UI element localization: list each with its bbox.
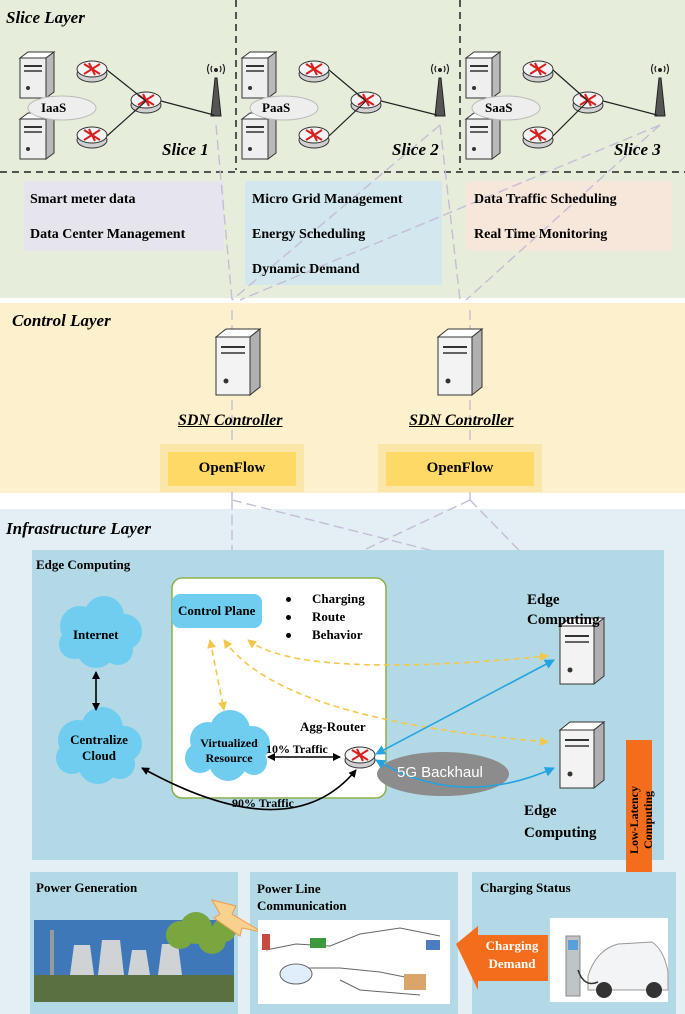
slice-3-label: Slice 3 bbox=[614, 140, 661, 159]
control-plane-item: Charging bbox=[286, 590, 365, 608]
slice-layer-title: Slice Layer bbox=[6, 8, 85, 27]
virtualized-resource-label: Virtualized Resource bbox=[200, 736, 258, 765]
internet-label: Internet bbox=[73, 627, 119, 642]
edge-computing-node-label: Edge Computing bbox=[527, 592, 600, 628]
sdn-controller-label: SDN Controller bbox=[178, 412, 283, 429]
control-plane-items: Charging Route Behavior bbox=[286, 590, 365, 644]
slice-1-function: Smart meter data bbox=[30, 192, 136, 207]
slice-2-function: Energy Scheduling bbox=[252, 227, 366, 242]
slice-2-function: Micro Grid Management bbox=[252, 192, 403, 207]
control-plane-item: Behavior bbox=[286, 626, 365, 644]
power-generation-title: Power Generation bbox=[36, 880, 138, 895]
slice-2-service: PaaS bbox=[262, 100, 291, 115]
control-layer-title: Control Layer bbox=[12, 311, 111, 330]
infrastructure-layer-title: Infrastructure Layer bbox=[6, 519, 151, 538]
slice-2-function: Dynamic Demand bbox=[252, 262, 360, 277]
charging-demand-label: Charging Demand bbox=[485, 938, 539, 971]
slice-1-function: Data Center Management bbox=[30, 227, 186, 242]
slice-3-function: Data Traffic Scheduling bbox=[474, 192, 617, 207]
agg-router-label: Agg-Router bbox=[300, 719, 366, 734]
low-latency-label: Low-Latency Computing bbox=[627, 786, 655, 854]
sdn-controller-label: SDN Controller bbox=[409, 412, 514, 429]
openflow-label: OpenFlow bbox=[198, 460, 266, 476]
openflow-label: OpenFlow bbox=[426, 460, 494, 476]
traffic-cloud-label: 90% Traffic bbox=[232, 796, 294, 810]
backhaul-label: 5G Backhaul bbox=[397, 764, 483, 781]
centralize-cloud-label: Centralize Cloud bbox=[70, 732, 128, 763]
power-line-title: Power Line Communication bbox=[257, 881, 347, 913]
edge-computing-title: Edge Computing bbox=[36, 557, 131, 572]
slice-2-label: Slice 2 bbox=[392, 140, 439, 159]
edge-computing-node-label: Edge Computing bbox=[524, 803, 597, 841]
traffic-local-label: 10% Traffic bbox=[266, 742, 328, 756]
slice-1-label: Slice 1 bbox=[162, 140, 209, 159]
slice-3-function: Real Time Monitoring bbox=[474, 227, 608, 242]
control-plane-item: Route bbox=[286, 608, 365, 626]
slice-3-service: SaaS bbox=[485, 100, 513, 115]
slice-1-service: IaaS bbox=[41, 100, 67, 115]
control-plane-label: Control Plane bbox=[178, 603, 256, 618]
charging-status-title: Charging Status bbox=[480, 880, 571, 895]
